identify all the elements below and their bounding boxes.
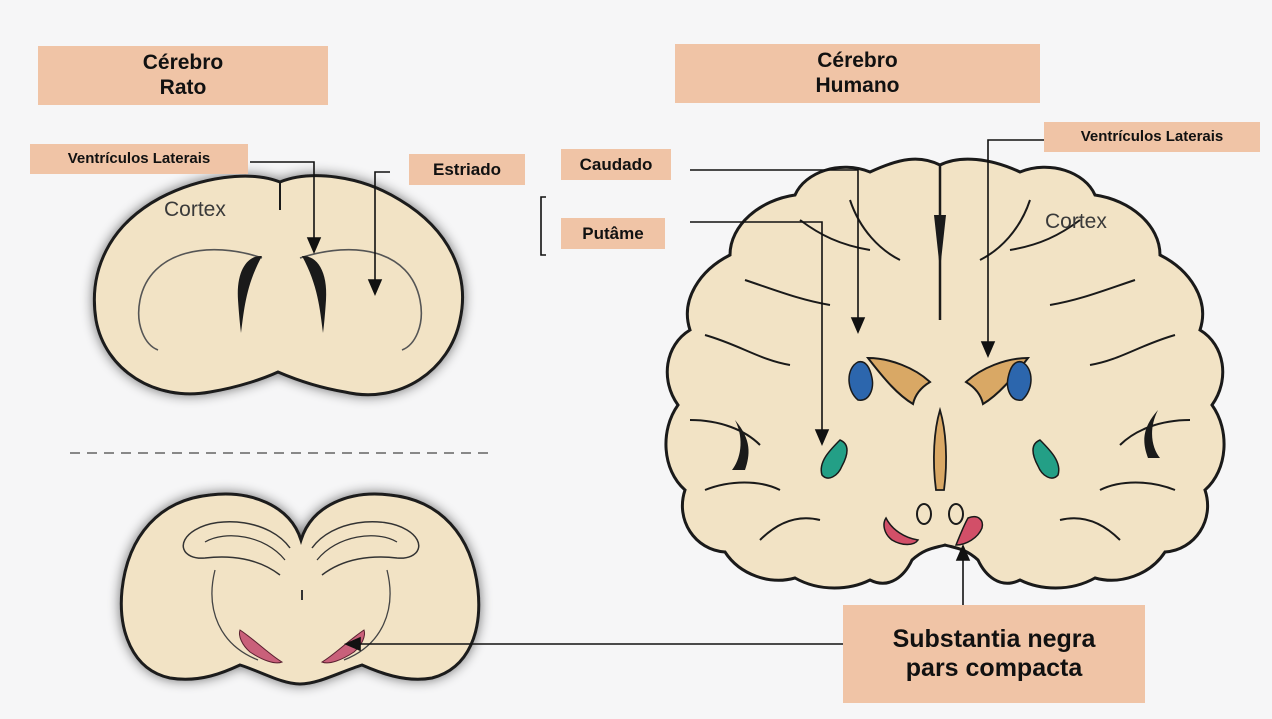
rat-lateral-ventricles-label: Ventrículos Laterais [30, 144, 248, 174]
rat-title-line2: Rato [160, 76, 207, 100]
rat-striatum-label: Estriado [409, 154, 525, 185]
human-coronal-section [666, 159, 1224, 588]
rat-coronal-section [94, 176, 462, 395]
bracket [541, 197, 546, 255]
rat-title-line1: Cérebro [143, 51, 224, 75]
human-brain-title: Cérebro Humano [675, 44, 1040, 103]
rat-midbrain-outline [121, 494, 478, 684]
human-lateral-ventricles-label: Ventrículos Laterais [1044, 122, 1260, 152]
human-mammillary-right [949, 504, 963, 524]
human-mammillary-left [917, 504, 931, 524]
human-title-line2: Humano [816, 74, 900, 98]
rat-coronal-outline [94, 176, 462, 395]
substantia-nigra-line1: Substantia negra [893, 625, 1096, 654]
rat-cortex-label: Cortex [164, 198, 226, 222]
substantia-nigra-label: Substantia negra pars compacta [843, 605, 1145, 703]
rat-midbrain-section [121, 494, 478, 684]
human-caudate-right [1008, 362, 1031, 401]
rat-brain-title: Cérebro Rato [38, 46, 328, 105]
caudate-label: Caudado [561, 149, 671, 180]
substantia-nigra-line2: pars compacta [906, 654, 1082, 683]
human-cortex-label: Cortex [1045, 210, 1107, 234]
putamen-label: Putâme [561, 218, 665, 249]
human-title-line1: Cérebro [817, 49, 898, 73]
human-caudate-left [849, 362, 872, 401]
